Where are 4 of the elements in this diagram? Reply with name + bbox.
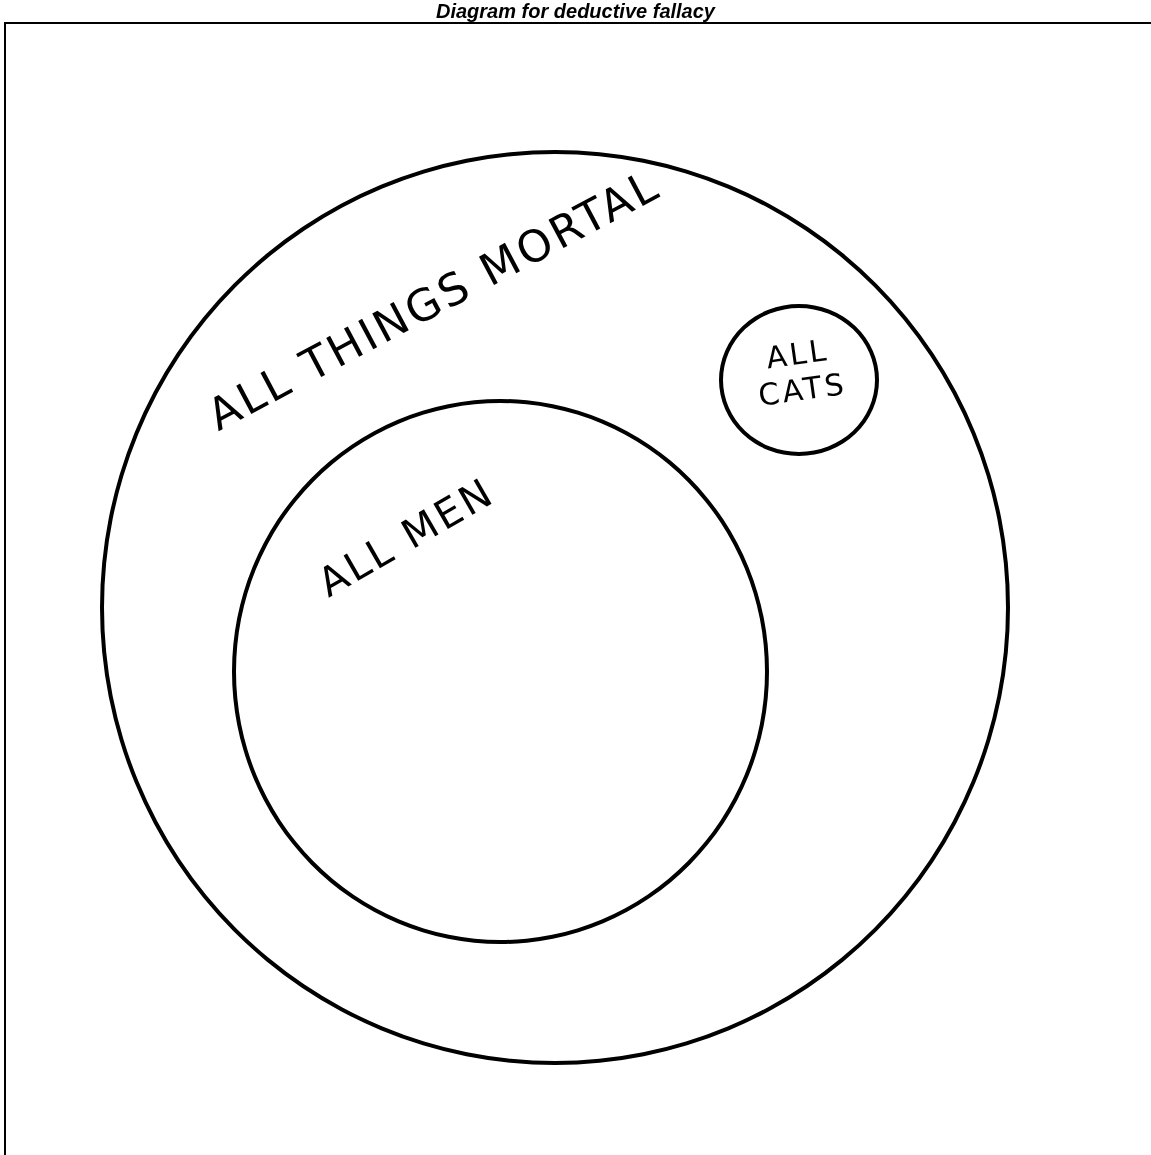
set-circle bbox=[100, 150, 1010, 1065]
set-label: ALL CATS bbox=[755, 330, 850, 415]
set-circle bbox=[719, 304, 879, 456]
diagram-title: Diagram for deductive fallacy bbox=[435, 0, 717, 22]
